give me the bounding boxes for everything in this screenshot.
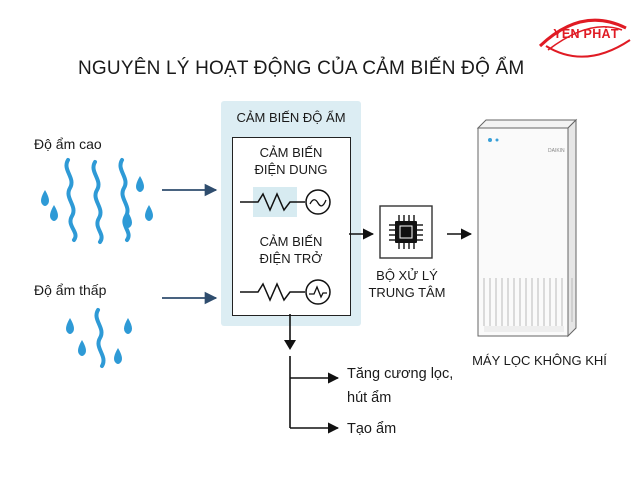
low-humidity-label: Độ ẩm thấp: [34, 282, 107, 298]
down-arrow-head: [284, 340, 296, 350]
output-humidify: Tạo ẩm: [347, 421, 397, 437]
output-increase-line1: Tăng cương lọc,: [347, 366, 454, 382]
output-increase-line2: hút ẩm: [347, 390, 392, 406]
cpu-chip-icon: [389, 215, 423, 249]
capacitive-label-line2: ĐIỆN DUNG: [254, 162, 328, 177]
logo-text: YÊN PHÁT: [553, 27, 619, 41]
purifier-brand: DAIKIN: [548, 148, 565, 154]
resistive-meter-icon: [305, 279, 331, 305]
capacitive-wave-icon: [309, 199, 327, 207]
high-humidity-drops: [41, 176, 153, 228]
resistive-wave-icon: [309, 285, 327, 299]
logo-emblem: [538, 18, 631, 58]
resistive-resistor-icon: [240, 282, 305, 302]
high-humidity-label: Độ ẩm cao: [34, 136, 102, 152]
capacitive-meter-icon: [305, 189, 331, 215]
cpu-label-line2: TRUNG TÂM: [368, 285, 446, 300]
page-title: NGUYÊN LÝ HOẠT ĐỘNG CỦA CẢM BIẾN ĐỘ ẨM: [78, 58, 525, 79]
capacitive-resistor-icon: [240, 192, 305, 212]
purifier-label: MÁY LỌC KHÔNG KHÍ: [472, 353, 607, 368]
sensor-title: CẢM BIẾN ĐỘ ẨM: [236, 110, 346, 125]
air-purifier-icon: [476, 118, 578, 338]
resistive-label-line2: ĐIỆN TRỞ: [259, 251, 323, 266]
sensor-inner-box: [232, 137, 351, 316]
cpu-label-line1: BỘ XỬ LÝ: [376, 268, 438, 283]
high-humidity-waves: [64, 158, 131, 244]
low-humidity-drops: [66, 318, 132, 364]
low-humidity-waves: [94, 308, 106, 368]
capacitive-label-line1: CẢM BIẾN: [259, 145, 323, 160]
resistive-label-line1: CẢM BIẾN: [259, 234, 323, 249]
